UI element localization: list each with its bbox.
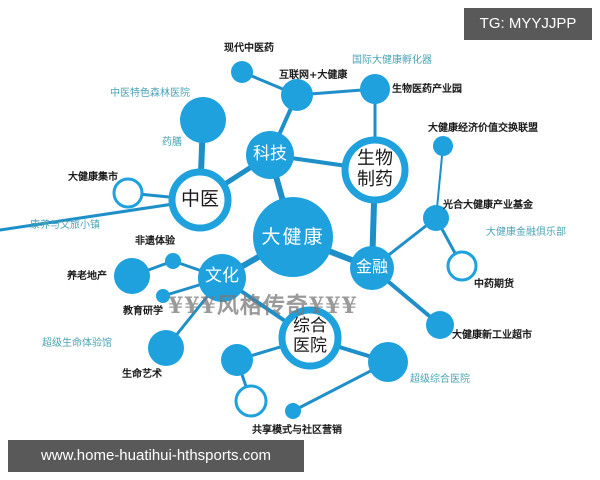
node-bio-park bbox=[360, 74, 390, 104]
hub-tech-label: 科技 bbox=[253, 144, 287, 164]
label-value-alliance: 大健康经济价值交换联盟 bbox=[428, 123, 538, 134]
node-value-alliance bbox=[433, 136, 453, 156]
node-heritage bbox=[165, 253, 181, 269]
hub-culture-label: 文化 bbox=[205, 266, 239, 286]
node-tcm-futures bbox=[446, 250, 478, 282]
label-shared-model: 共享模式与社区营销 bbox=[252, 425, 342, 436]
node-hospital-ring bbox=[234, 384, 268, 418]
hub-hospital-line1: 综合 bbox=[293, 316, 327, 336]
label-health-market: 大健康集市 bbox=[68, 172, 118, 183]
node-culture bbox=[198, 254, 246, 302]
label-bio-park: 生物医药产业园 bbox=[392, 84, 462, 95]
node-finance bbox=[350, 246, 394, 290]
hub-center-label: 大健康 bbox=[261, 226, 325, 248]
label-life-art: 生命艺术 bbox=[122, 369, 162, 380]
tg-badge: TG: MYYJJPP bbox=[464, 8, 592, 40]
hub-hospital-line2: 医院 bbox=[293, 335, 327, 356]
label-intl-incubator: 国际大健康孵化器 bbox=[352, 55, 432, 66]
node-hospital-left bbox=[221, 344, 253, 376]
hub-tcm-label: 中医 bbox=[180, 188, 219, 210]
nodes bbox=[112, 61, 478, 419]
node-tcm bbox=[168, 168, 232, 232]
node-modern-tcm bbox=[231, 61, 253, 83]
label-super-hospital: 超级综合医院 bbox=[410, 374, 470, 385]
hub-finance-label: 金融 bbox=[355, 257, 388, 276]
label-medicinal-diet: 药膳 bbox=[162, 137, 182, 148]
hub-hospital-label: 综合 医院 bbox=[286, 316, 334, 356]
node-edu-tour bbox=[156, 289, 170, 303]
edge-tcm-left bbox=[0, 198, 202, 232]
node-center-health bbox=[253, 197, 333, 277]
node-industrial-mart bbox=[426, 311, 454, 339]
label-industrial-mart: 大健康新工业超市 bbox=[452, 330, 532, 341]
hub-biopharma-line1: 生物 bbox=[357, 148, 393, 169]
hub-biopharma-label: 生物 制药 bbox=[350, 148, 400, 190]
label-internet-health: 互联网+大健康 bbox=[279, 70, 348, 81]
node-elderly-estate bbox=[114, 258, 150, 294]
label-modern-tcm: 现代中医药 bbox=[224, 43, 274, 54]
node-life-art bbox=[148, 330, 184, 366]
watermark-text: ¥¥¥风格传奇¥¥¥ bbox=[168, 293, 358, 319]
label-wellness-town: 康养与文旅小镇 bbox=[30, 220, 100, 231]
label-elderly-estate: 养老地产 bbox=[67, 271, 107, 282]
node-forest-hospital bbox=[180, 97, 226, 143]
label-edu-tour: 教育研学 bbox=[123, 306, 163, 317]
node-health-market bbox=[112, 177, 144, 209]
url-banner: www.home-huatihui-hthsports.com bbox=[8, 440, 304, 472]
label-finance-club: 大健康金融俱乐部 bbox=[486, 227, 566, 238]
label-tcm-futures: 中药期货 bbox=[474, 279, 514, 290]
hub-biopharma-line2: 制药 bbox=[357, 168, 393, 190]
node-tech bbox=[246, 131, 294, 179]
node-biopharma bbox=[341, 136, 409, 204]
node-industry-fund bbox=[423, 205, 449, 231]
label-industry-fund: 光合大健康产业基金 bbox=[443, 200, 533, 211]
node-internet-health bbox=[281, 79, 313, 111]
node-hospital bbox=[278, 306, 342, 370]
label-forest-hospital: 中医特色森林医院 bbox=[110, 88, 190, 99]
label-heritage: 非遗体验 bbox=[135, 236, 175, 247]
label-life-museum: 超级生命体验馆 bbox=[42, 338, 112, 349]
node-shared-model bbox=[285, 403, 301, 419]
node-super-hospital bbox=[368, 342, 408, 382]
